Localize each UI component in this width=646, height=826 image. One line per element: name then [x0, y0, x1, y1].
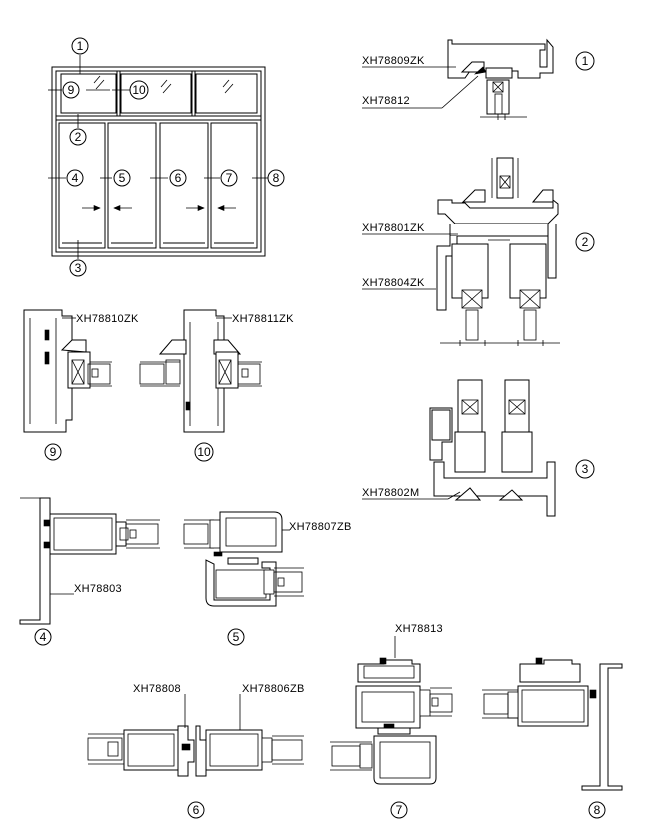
section-5-number: 5 [233, 630, 240, 644]
section-8-jamb-profile: 8 [482, 657, 623, 819]
section-6-meeting-profile: XH78808 XH78806ZB 6 [87, 683, 305, 819]
section-9-label: XH78810ZK [76, 313, 139, 325]
elevation-callout-7: 7 [220, 169, 238, 187]
svg-text:1: 1 [77, 39, 84, 53]
svg-text:8: 8 [273, 171, 280, 185]
section-5-label: XH78807ZB [289, 521, 352, 533]
elevation-callout-4: 4 [66, 169, 84, 187]
section-7-interlock-profile: XH78813 7 [330, 623, 453, 819]
section-10-label: XH78811ZK [232, 313, 294, 325]
svg-text:5: 5 [119, 171, 126, 185]
section-1-label-adaptor: XH78812 [362, 95, 410, 107]
elevation-callout-2: 2 [69, 128, 87, 146]
section-4-jamb-profile: XH78803 4 [19, 497, 160, 646]
section-7-label: XH78813 [395, 623, 443, 635]
svg-text:9: 9 [68, 83, 75, 97]
svg-text:3: 3 [75, 261, 82, 275]
elevation-callout-10: 10 [129, 80, 149, 100]
section-6-label-left: XH78808 [133, 683, 181, 695]
svg-text:2: 2 [75, 130, 82, 144]
svg-text:7: 7 [226, 171, 233, 185]
section-6-number: 6 [193, 803, 200, 817]
elevation-callout-9: 9 [62, 81, 80, 99]
section-9-side-frame-profile: XH78810ZK 9 [23, 309, 139, 461]
svg-text:6: 6 [175, 171, 182, 185]
elevation-callout-3: 3 [69, 259, 87, 277]
svg-text:4: 4 [72, 171, 79, 185]
section-8-number: 8 [594, 803, 601, 817]
section-3-label-sill: XH78802M [362, 487, 419, 499]
section-2-label-interlock: XH78804ZK [362, 277, 425, 289]
section-10-mullion-profile: XH78811ZK 10 [139, 309, 294, 462]
section-4-number: 4 [40, 630, 47, 644]
svg-text:10: 10 [132, 83, 146, 97]
window-elevation: 1 2 3 4 5 6 7 8 9 10 [48, 37, 285, 277]
section-1-number: 1 [582, 54, 589, 68]
section-1-label-head: XH78809ZK [362, 55, 425, 67]
section-6-label-right: XH78806ZB [242, 683, 305, 695]
section-3-number: 3 [582, 462, 589, 476]
section-9-number: 9 [50, 445, 57, 459]
elevation-callout-1: 1 [71, 37, 89, 55]
section-2-transom-profile: XH78801ZK XH78804ZK 2 [362, 157, 595, 346]
section-10-number: 10 [197, 445, 211, 459]
elevation-callout-5: 5 [113, 169, 131, 187]
section-1-head-profile: XH78809ZK XH78812 1 [362, 38, 595, 120]
section-2-label-transom: XH78801ZK [362, 222, 425, 234]
section-5-interlock-profile: XH78807ZB 5 [183, 511, 352, 646]
elevation-callout-6: 6 [169, 169, 187, 187]
section-7-number: 7 [396, 803, 403, 817]
section-4-label: XH78803 [74, 583, 122, 595]
elevation-callout-8: 8 [267, 169, 285, 187]
section-2-number: 2 [582, 235, 589, 249]
section-3-sill-profile: XH78802M 3 [362, 379, 595, 517]
